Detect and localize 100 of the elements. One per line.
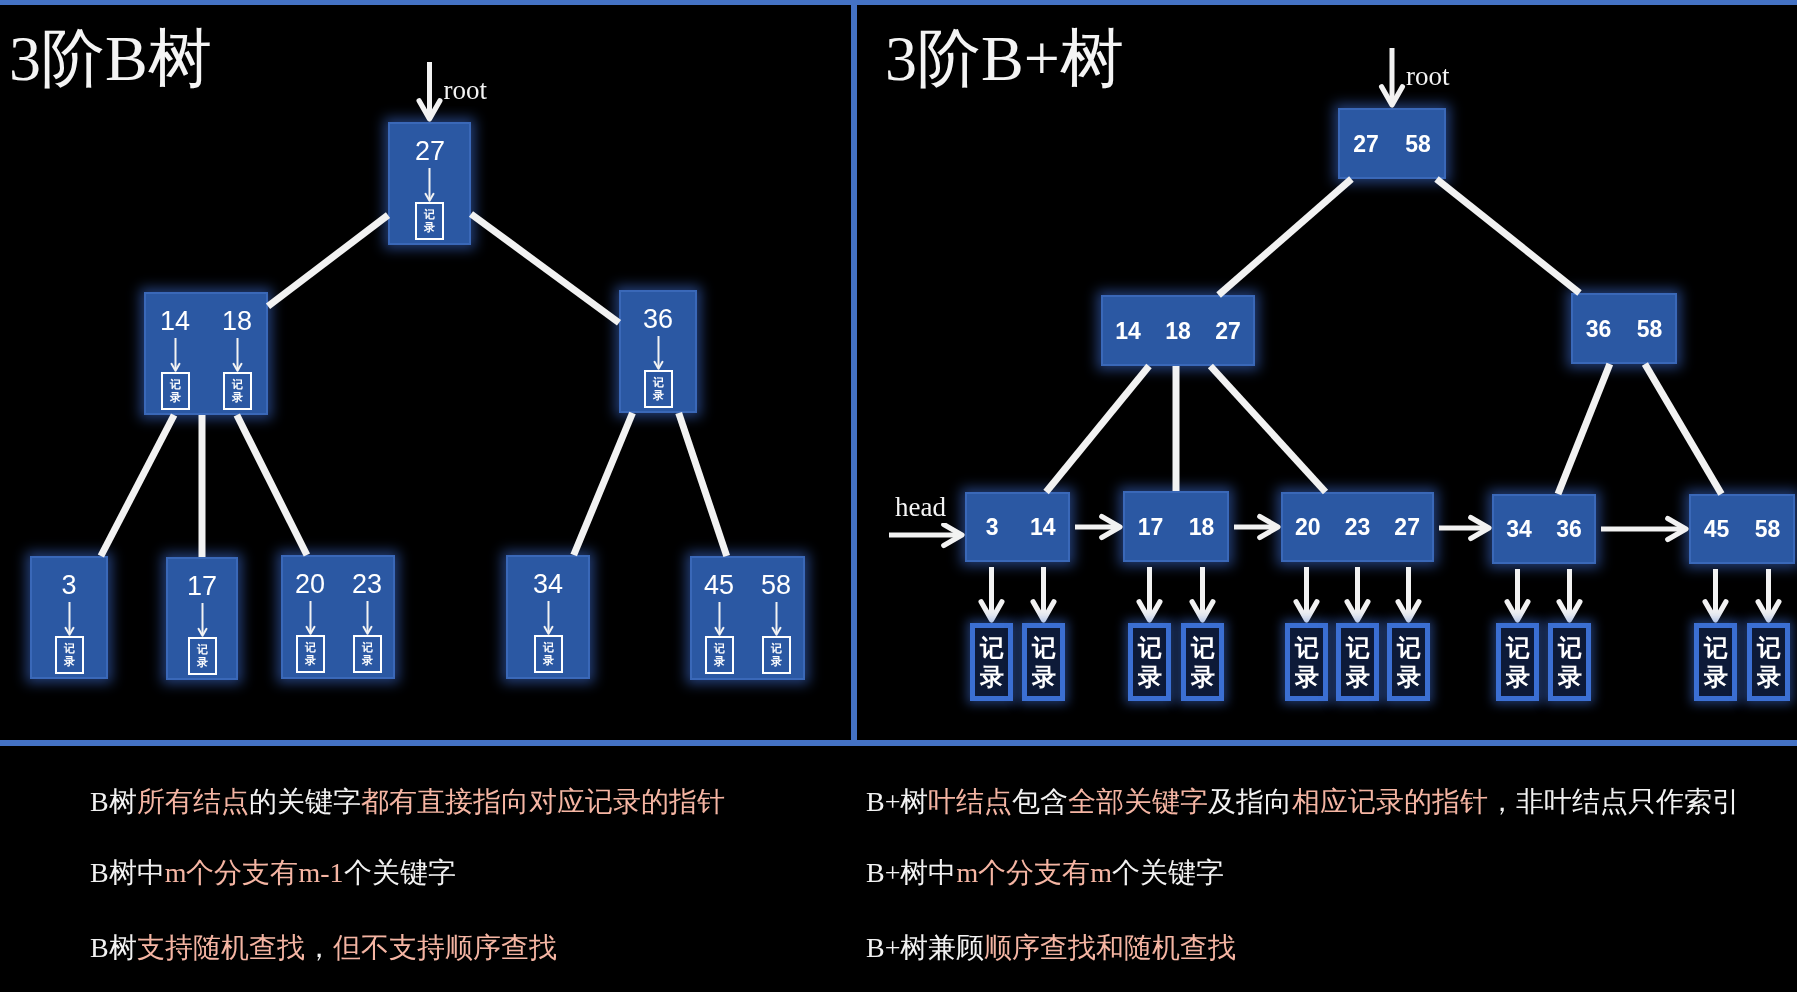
key-number: 23 — [350, 569, 384, 599]
tree-node — [1338, 108, 1446, 179]
branch-line — [198, 415, 206, 557]
record-box: 记录 — [1387, 623, 1430, 701]
record-box: 记录 — [970, 623, 1013, 701]
note-text: B树中m个分支有m-1个关键字 — [90, 856, 456, 890]
branch-line — [1172, 366, 1180, 491]
arrow — [170, 337, 181, 372]
record-box: 记录 — [1181, 623, 1224, 701]
tree-node — [506, 555, 590, 679]
arrow — [1075, 514, 1123, 540]
key-number: 45 — [702, 570, 736, 600]
record-box: 记录 — [223, 372, 252, 410]
arrow — [416, 62, 443, 122]
arrow — [1601, 516, 1689, 542]
key-number: 14 — [1028, 513, 1057, 542]
key-number: 20 — [1294, 513, 1322, 542]
key-number: 58 — [1753, 515, 1782, 544]
key-number: 3 — [984, 513, 1000, 542]
key-number: 18 — [1187, 512, 1216, 542]
key-number: 18 — [1164, 316, 1192, 346]
key-number: 17 — [1136, 512, 1165, 542]
branch-line — [97, 413, 178, 558]
arrow — [64, 601, 75, 636]
key-number: 36 — [1584, 314, 1613, 344]
key-number: 34 — [531, 569, 565, 599]
branch-line — [233, 413, 311, 557]
panel — [857, 0, 1797, 746]
panel — [0, 0, 857, 746]
key-number: 36 — [1555, 515, 1583, 544]
panel-heading: 3阶B+树 — [885, 22, 1124, 96]
record-box: 记录 — [296, 635, 325, 673]
arrow — [424, 167, 435, 202]
record-box: 记录 — [188, 637, 217, 675]
tree-node — [281, 555, 395, 679]
key-number: 17 — [185, 571, 219, 601]
key-number: 3 — [52, 570, 86, 600]
branch-line — [675, 411, 730, 558]
branch-line — [468, 211, 622, 326]
tree-node — [166, 557, 238, 680]
panel-heading: 3阶B树 — [9, 22, 212, 96]
tree-node — [144, 292, 268, 415]
key-number: 58 — [1404, 129, 1432, 159]
note-text: B+树兼顾顺序查找和随机查找 — [866, 931, 1237, 965]
arrow — [1030, 567, 1057, 623]
key-number: 27 — [1393, 513, 1421, 542]
arrow — [305, 600, 316, 635]
arrow — [1136, 567, 1163, 623]
record-box: 记录 — [1128, 623, 1171, 701]
key-number: 20 — [293, 569, 327, 599]
record-box: 记录 — [55, 636, 84, 674]
arrow — [362, 600, 373, 635]
key-number: 27 — [1214, 316, 1242, 346]
arrow — [1344, 567, 1371, 623]
arrow — [1293, 567, 1320, 623]
arrow — [1755, 569, 1782, 623]
note-text: B树支持随机查找，但不支持顺序查找 — [90, 931, 557, 965]
tree-node — [1689, 494, 1795, 564]
record-box: 记录 — [1496, 623, 1539, 701]
arrow — [1234, 514, 1281, 540]
arrow — [978, 567, 1005, 623]
tree-node — [1101, 295, 1255, 366]
arrow — [889, 522, 965, 548]
tree-node — [388, 122, 471, 245]
key-number: 27 — [413, 136, 447, 166]
record-box: 记录 — [762, 636, 791, 674]
key-number: 14 — [1114, 316, 1142, 346]
arrow — [197, 602, 208, 637]
key-number: 27 — [1352, 129, 1380, 159]
tree-node — [965, 492, 1070, 562]
note-text: B+树中m个分支有m个关键字 — [866, 856, 1225, 890]
arrow — [1379, 48, 1405, 108]
key-number: 45 — [1702, 515, 1731, 544]
note-text: B+树叶结点包含全部关键字及指向相应记录的指针，非叶结点只作索引 — [866, 785, 1741, 819]
record-box: 记录 — [644, 370, 673, 408]
record-box: 记录 — [705, 636, 734, 674]
arrow — [1189, 567, 1216, 623]
arrow — [543, 600, 554, 635]
branch-line — [570, 411, 636, 557]
arrow — [1702, 569, 1729, 623]
arrow — [714, 601, 725, 636]
tree-node — [690, 556, 805, 680]
key-number: 58 — [759, 570, 793, 600]
key-number: 18 — [220, 306, 254, 336]
arrow — [1395, 567, 1422, 623]
key-number: 34 — [1505, 515, 1533, 544]
key-number: 36 — [641, 304, 675, 334]
record-box: 记录 — [1336, 623, 1379, 701]
record-box: 记录 — [161, 372, 190, 410]
arrow — [1504, 569, 1531, 623]
branch-line — [265, 212, 391, 310]
record-box: 记录 — [534, 635, 563, 673]
key-number: 58 — [1635, 314, 1664, 344]
record-box: 记录 — [1694, 623, 1737, 701]
note-text: B树所有结点的关键字都有直接指向对应记录的指针 — [90, 785, 725, 819]
record-box: 记录 — [415, 202, 444, 240]
record-box: 记录 — [1022, 623, 1065, 701]
tree-node — [1281, 492, 1434, 562]
branch-line — [1641, 362, 1725, 496]
record-box: 记录 — [353, 635, 382, 673]
